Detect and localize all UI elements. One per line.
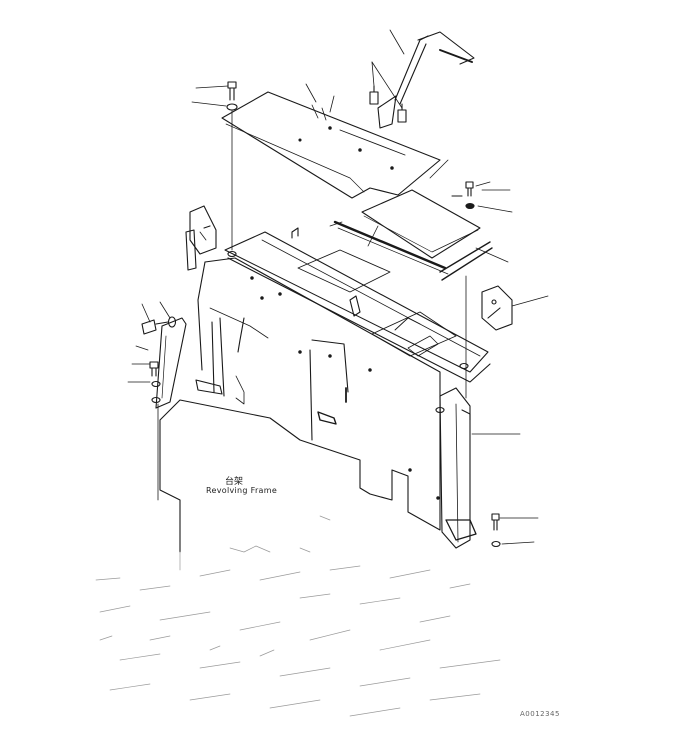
left-upper-bracket [185,205,217,271]
right-bracket-plate [481,285,513,331]
bolt-cluster-left [141,316,177,404]
leader-lines [127,29,549,545]
figure-code: A0012345 [520,710,560,718]
frame-label-chinese: 台架 [225,477,244,487]
bolt-washer-left-top [226,81,238,251]
right-vertical-post [435,275,477,549]
scan-texture [95,515,501,717]
top-cover-plate [221,91,441,199]
upper-frame-rails [224,227,491,383]
front-panel [159,257,441,553]
frame-label: Revolving Frame [206,486,278,495]
rear-cover-plate [333,189,493,281]
bolt-right-upper [451,181,475,210]
left-support-leg [155,317,187,501]
hood-stay-rod [369,31,475,129]
bolt-right-lower [491,513,501,548]
